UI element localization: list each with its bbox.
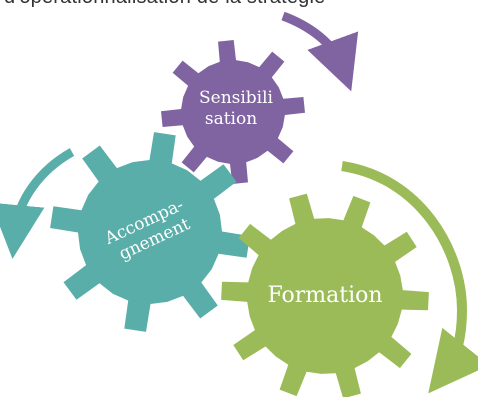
accompagnement-gear-shape [50, 132, 250, 332]
sensibilisation-label-line2: sation [205, 109, 257, 129]
formation-gear-shape [221, 193, 429, 397]
cropped-header-text: d'opérationnalisation de la stratégie [0, 0, 478, 10]
sensibilisation-gear [161, 40, 305, 184]
teal-cycle-arrow [0, 148, 75, 259]
formation-gear [221, 193, 429, 397]
formation-label: Formation [267, 283, 382, 308]
sensibilisation-gear-shape [161, 40, 305, 184]
purple-cycle-arrow [281, 11, 359, 92]
sensibilisation-label-line1: Sensibili [199, 88, 274, 108]
accompagnement-gear [50, 132, 250, 332]
green-cycle-arrow [341, 161, 478, 394]
